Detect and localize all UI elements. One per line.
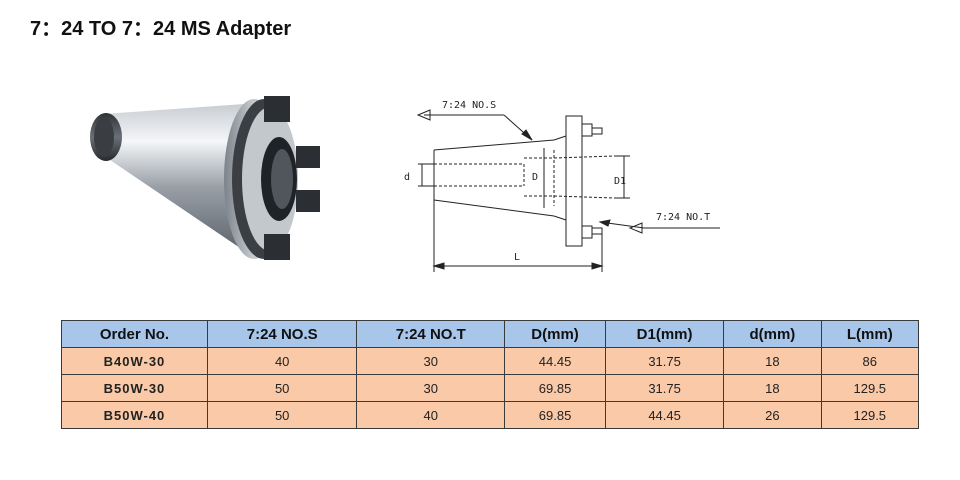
cell-D: 44.45 bbox=[504, 347, 606, 375]
table-row: B50W-40 50 40 69.85 44.45 26 129.5 bbox=[61, 401, 920, 429]
cell-L: 129.5 bbox=[820, 401, 920, 429]
col-header-L: L(mm) bbox=[820, 320, 920, 348]
cell-order-no: B50W-30 bbox=[61, 374, 208, 402]
cell-no-t: 30 bbox=[356, 374, 506, 402]
col-header-no-t: 7:24 NO.T bbox=[356, 320, 506, 348]
cell-L: 129.5 bbox=[820, 374, 920, 402]
col-header-no-s: 7:24 NO.S bbox=[206, 320, 358, 348]
cell-D1: 31.75 bbox=[604, 347, 725, 375]
cell-D1: 31.75 bbox=[604, 374, 725, 402]
cell-order-no: B40W-30 bbox=[61, 347, 208, 375]
spec-table: Order No. 7:24 NO.S 7:24 NO.T D(mm) D1(m… bbox=[61, 320, 920, 429]
table-row: B50W-30 50 30 69.85 31.75 18 129.5 bbox=[61, 374, 920, 402]
page-title: 7：24 TO 7：24 MS Adapter bbox=[30, 18, 292, 40]
cell-D: 69.85 bbox=[504, 374, 606, 402]
cell-D1: 44.45 bbox=[604, 401, 725, 429]
col-header-d: d(mm) bbox=[723, 320, 822, 348]
cell-L: 86 bbox=[820, 347, 920, 375]
col-header-order-no: Order No. bbox=[61, 320, 208, 348]
label-no-t: 7:24 NO.T bbox=[656, 212, 710, 223]
table-row: B40W-30 40 30 44.45 31.75 18 86 bbox=[61, 347, 920, 375]
cell-d: 26 bbox=[723, 401, 822, 429]
label-no-s: 7:24 NO.S bbox=[442, 100, 496, 111]
cell-order-no: B50W-40 bbox=[61, 401, 208, 429]
label-D1: D1 bbox=[614, 176, 626, 187]
technical-drawing: 7:24 NO.S d D D1 7:24 NO.T L bbox=[404, 100, 720, 272]
adapter-photo bbox=[90, 96, 320, 260]
table-header-row: Order No. 7:24 NO.S 7:24 NO.T D(mm) D1(m… bbox=[61, 320, 920, 348]
col-header-D: D(mm) bbox=[504, 320, 606, 348]
cell-d: 18 bbox=[723, 374, 822, 402]
cell-D: 69.85 bbox=[504, 401, 606, 429]
cell-no-s: 50 bbox=[206, 401, 358, 429]
cell-no-t: 30 bbox=[356, 347, 506, 375]
col-header-D1: D1(mm) bbox=[604, 320, 725, 348]
cell-d: 18 bbox=[723, 347, 822, 375]
cell-no-t: 40 bbox=[356, 401, 506, 429]
cell-no-s: 50 bbox=[206, 374, 358, 402]
label-D: D bbox=[532, 172, 538, 183]
label-L: L bbox=[514, 252, 520, 263]
label-d: d bbox=[404, 172, 410, 183]
cell-no-s: 40 bbox=[206, 347, 358, 375]
